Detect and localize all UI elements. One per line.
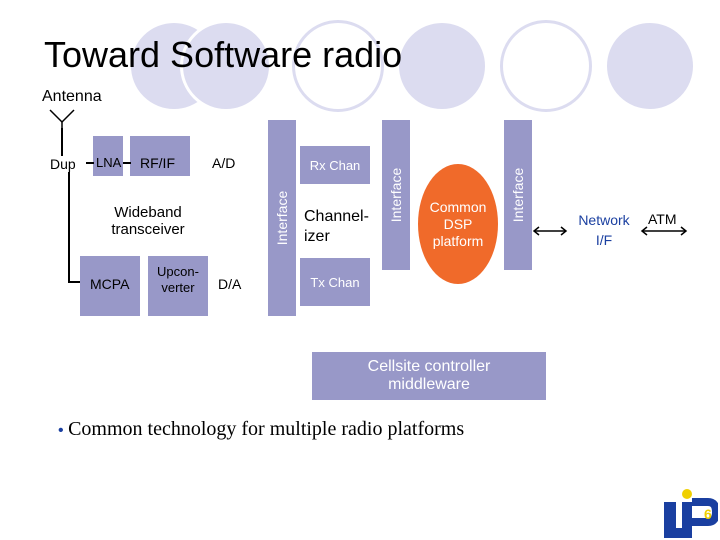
rx-signal-line	[86, 162, 94, 164]
lip-logo-icon	[664, 489, 718, 538]
bullet-item: • Common technology for multiple radio p…	[58, 418, 464, 441]
double-arrow-icon	[532, 226, 568, 236]
ad-label: A/D	[212, 155, 236, 171]
rf-if-label: RF/IF	[140, 155, 175, 171]
interface-1: Interface	[268, 120, 296, 316]
decor-circle	[292, 20, 384, 112]
interface-2: Interface	[382, 120, 410, 270]
rf-if-block	[130, 136, 190, 176]
antenna-label: Antenna	[42, 88, 102, 105]
double-arrow-icon	[640, 226, 688, 236]
cellsite-controller-block: Cellsite controller middleware	[312, 352, 546, 400]
decor-circle	[604, 20, 696, 112]
atm-label: ATM	[648, 211, 677, 227]
lna-label: LNA	[96, 155, 122, 170]
bullet-symbol: •	[58, 422, 64, 439]
network-if-block: Network I/F	[568, 188, 640, 272]
interface-3: Interface	[504, 120, 532, 270]
tx-return-line	[68, 281, 82, 283]
wideband-label: Wideband transceiver	[111, 204, 185, 238]
tx-return-line	[68, 172, 70, 282]
rx-chan-block: Rx Chan	[300, 146, 370, 184]
decor-circle	[396, 20, 488, 112]
rx-signal-line	[123, 162, 131, 164]
decor-circle	[500, 20, 592, 112]
upconverter-label: Upcon-verter	[157, 264, 199, 295]
mcpa-block	[80, 256, 140, 316]
antenna-icon	[49, 109, 75, 130]
tx-chan-block: Tx Chan	[300, 258, 370, 306]
decor-circle	[180, 20, 272, 112]
mcpa-label: MCPA	[90, 276, 130, 292]
upconverter-block	[148, 256, 208, 316]
da-label: D/A	[218, 276, 242, 292]
antenna-feed-line	[61, 128, 63, 156]
common-dsp-platform: Common DSP platform	[418, 164, 498, 284]
channelizer-label: Channel-izer	[304, 208, 369, 245]
lna-block	[93, 136, 123, 176]
slide-title: Toward Software radio	[44, 34, 403, 75]
bullet-text: Common technology for multiple radio pla…	[68, 418, 465, 440]
dup-label: Dup	[50, 156, 76, 172]
page-number: 6	[704, 506, 712, 522]
